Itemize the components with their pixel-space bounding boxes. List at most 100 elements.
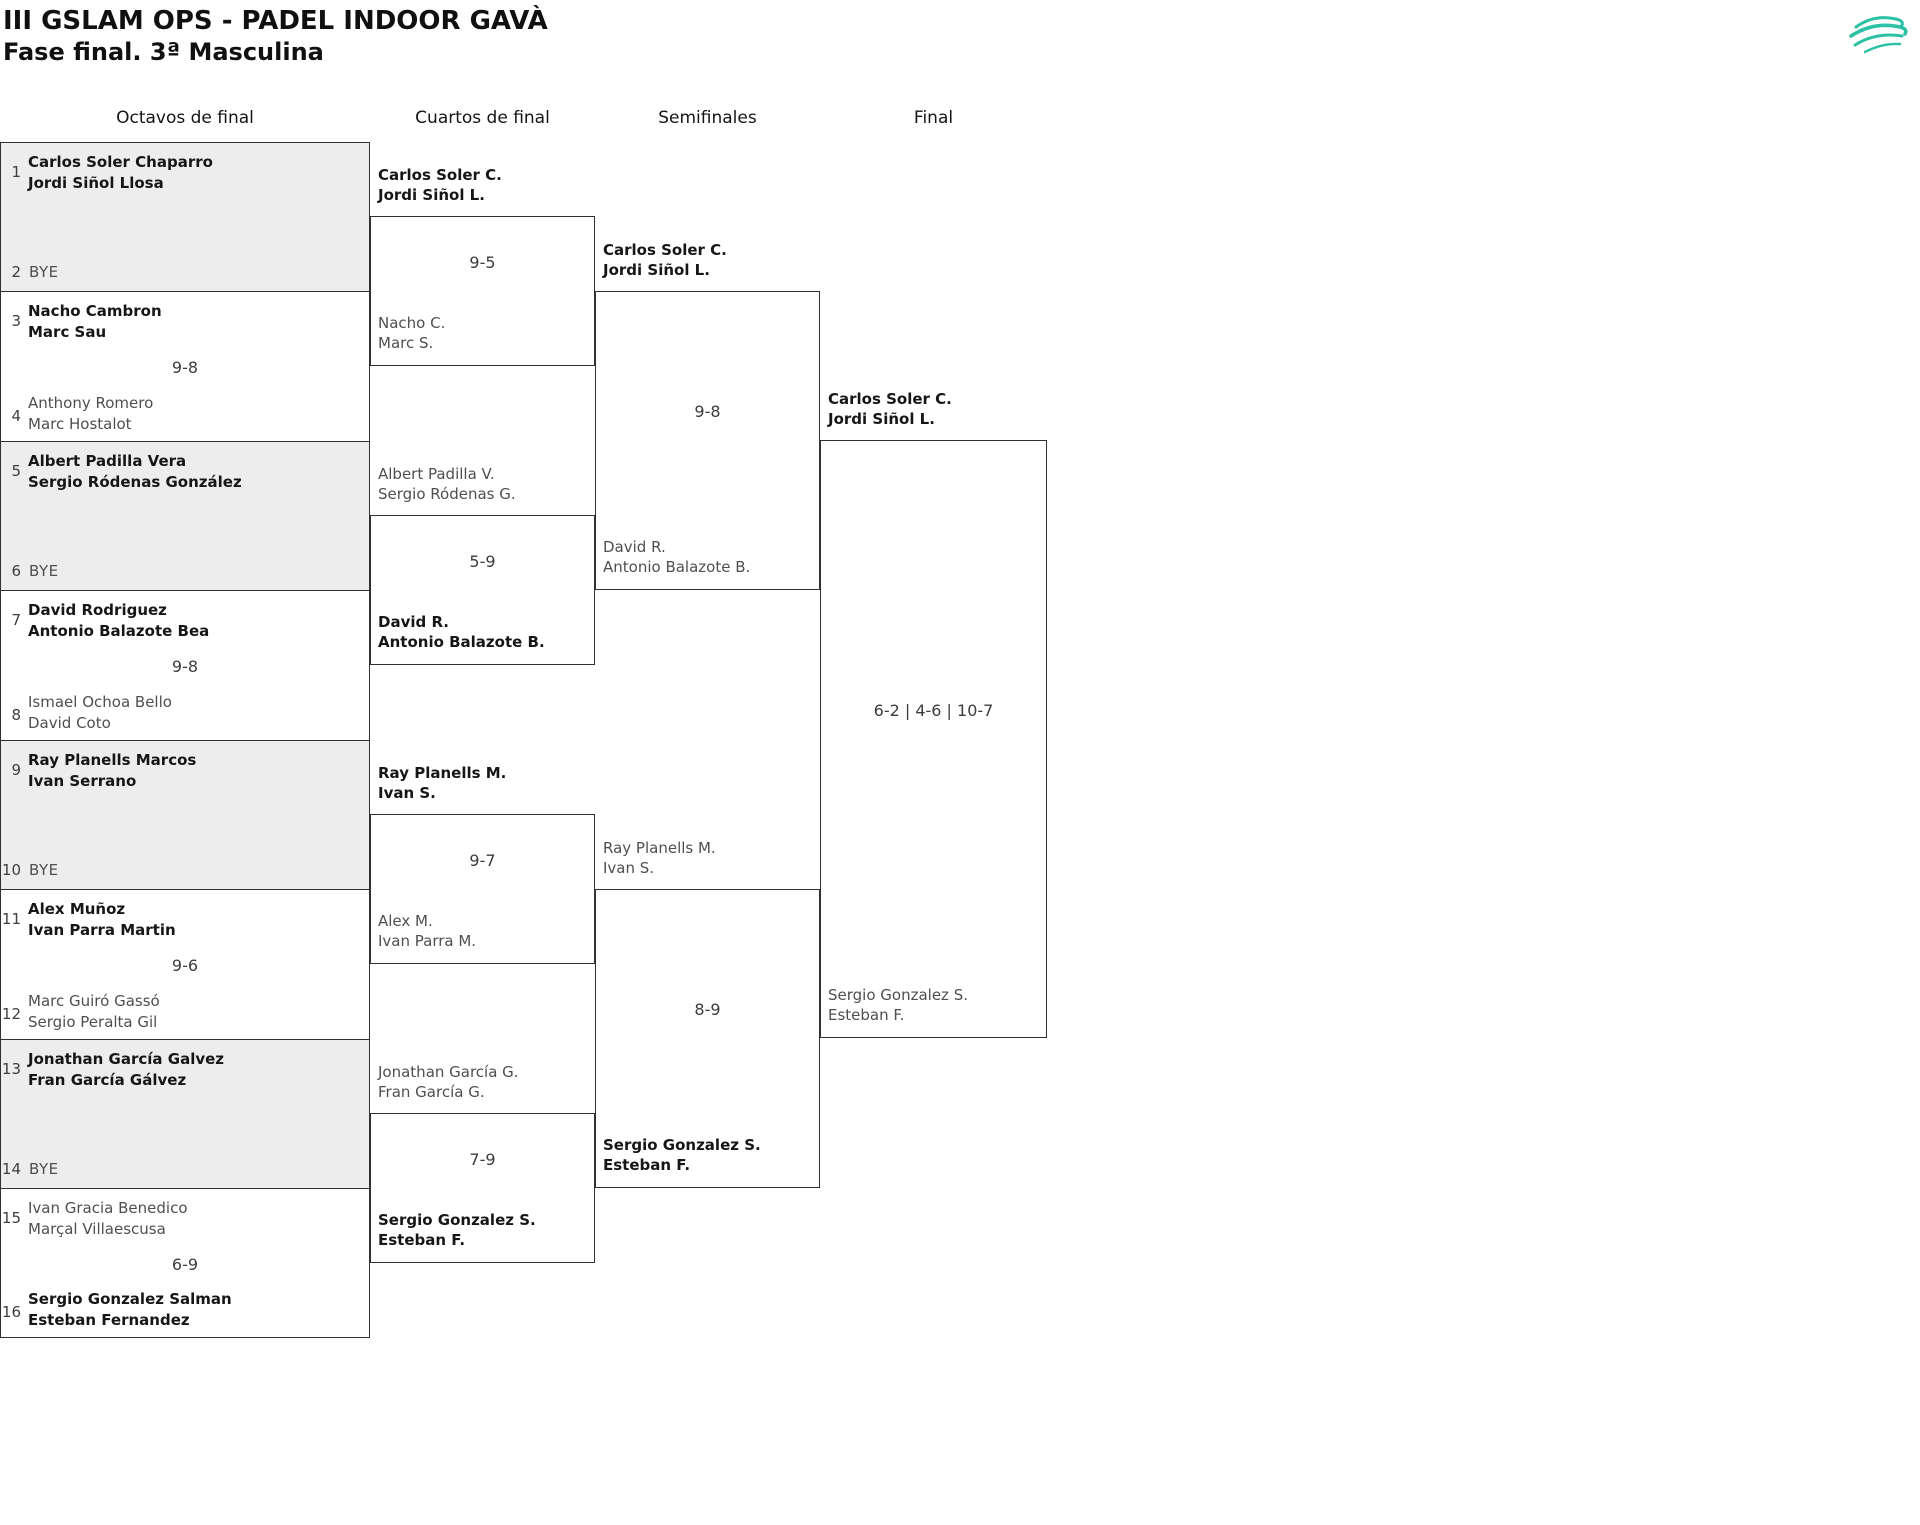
seed-number: 3 xyxy=(11,312,21,330)
player-name: David R. xyxy=(603,538,666,556)
player-name: Esteban Fernandez xyxy=(28,1311,190,1329)
player-name: Jordi Siñol L. xyxy=(603,261,710,279)
seed-number: 11 xyxy=(1,910,21,928)
player-name: Ray Planells M. xyxy=(603,839,716,857)
match-octavos-3: 5 Albert Padilla Vera Sergio Ródenas Gon… xyxy=(0,441,370,590)
bye-label: BYE xyxy=(29,263,59,281)
player-name: Antonio Balazote B. xyxy=(603,558,751,576)
player-name: Jonathan García Galvez xyxy=(28,1050,225,1068)
swoosh-logo-icon xyxy=(1849,16,1908,54)
match-final: Carlos Soler C. Jordi Siñol L. 6-2 | 4-6… xyxy=(820,390,1047,1038)
match-score: 9-6 xyxy=(171,956,199,975)
team-pair: David Rodriguez Antonio Balazote Bea xyxy=(28,600,209,642)
player-name: Marc Guiró Gassó xyxy=(28,992,160,1010)
player-name: Esteban F. xyxy=(828,1006,905,1024)
category-subtitle: Fase final. 3ª Masculina xyxy=(3,38,324,66)
team-pair: Alex M. Ivan Parra M. xyxy=(378,911,476,951)
bye-label: BYE xyxy=(29,1160,59,1178)
team-pair: Carlos Soler C. Jordi Siñol L. xyxy=(828,389,952,429)
team-pair: Carlos Soler Chaparro Jordi Siñol Llosa xyxy=(28,152,213,194)
column-header-octavos: Octavos de final xyxy=(116,108,254,128)
team-pair: Albert Padilla Vera Sergio Ródenas Gonzá… xyxy=(28,451,242,493)
player-name: Fran García Gálvez xyxy=(28,1071,187,1089)
player-name: Carlos Soler C. xyxy=(828,390,952,408)
team-pair: Nacho C. Marc S. xyxy=(378,313,445,353)
team-pair: David R. Antonio Balazote B. xyxy=(378,612,545,652)
player-name: Ivan S. xyxy=(603,859,655,877)
match-semifinal-1: Carlos Soler C. Jordi Siñol L. 9-8 David… xyxy=(595,241,820,590)
player-name: Alex Muñoz xyxy=(28,900,126,918)
match-cuartos-2: Albert Padilla V. Sergio Ródenas G. 5-9 … xyxy=(370,465,595,665)
team-pair: David R. Antonio Balazote B. xyxy=(603,537,750,577)
match-semifinal-2: Ray Planells M. Ivan S. 8-9 Sergio Gonza… xyxy=(595,839,820,1188)
team-pair: Ray Planells M. Ivan S. xyxy=(378,763,506,803)
column-header-semifinales: Semifinales xyxy=(658,108,757,128)
brand-logo xyxy=(1846,12,1912,64)
player-name: Ivan Parra M. xyxy=(378,932,477,950)
bye-row: 2 BYE xyxy=(1,263,59,281)
seed-number: 2 xyxy=(11,263,21,281)
seed-number: 9 xyxy=(11,761,21,779)
player-name: Sergio Ródenas González xyxy=(28,473,242,491)
seed-number: 6 xyxy=(11,562,21,580)
match-octavos-6: 11 Alex Muñoz Ivan Parra Martin 9-6 12 M… xyxy=(0,889,370,1039)
match-score: 9-5 xyxy=(469,253,496,272)
match-score: 9-8 xyxy=(694,402,721,421)
match-score: 5-9 xyxy=(469,552,496,571)
player-name: Esteban F. xyxy=(378,1231,466,1249)
bye-label: BYE xyxy=(29,861,59,879)
team-pair: Ray Planells Marcos Ivan Serrano xyxy=(28,750,196,792)
seed-number: 5 xyxy=(11,462,21,480)
player-name: Ivan Parra Martin xyxy=(28,921,176,939)
team-pair: Ismael Ochoa Bello David Coto xyxy=(28,692,172,734)
player-name: Ray Planells Marcos xyxy=(28,751,197,769)
player-name: Marc S. xyxy=(378,334,434,352)
player-name: Jordi Siñol L. xyxy=(828,410,935,428)
team-pair: Albert Padilla V. Sergio Ródenas G. xyxy=(378,464,516,504)
player-name: Marc Hostalot xyxy=(28,415,132,433)
team-pair: Marc Guiró Gassó Sergio Peralta Gil xyxy=(28,991,160,1033)
team-pair: Ray Planells M. Ivan S. xyxy=(603,838,716,878)
player-name: Marc Sau xyxy=(28,323,107,341)
player-name: David R. xyxy=(378,613,449,631)
player-name: Sergio Peralta Gil xyxy=(28,1013,158,1031)
team-pair: Carlos Soler C. Jordi Siñol L. xyxy=(603,240,727,280)
match-score: 9-8 xyxy=(171,358,199,377)
match-cuartos-1: Carlos Soler C. Jordi Siñol L. 9-5 Nacho… xyxy=(370,166,595,366)
player-name: Ivan Gracia Benedico xyxy=(28,1199,188,1217)
player-name: Jonathan García G. xyxy=(378,1063,519,1081)
player-name: Sergio Gonzalez Salman xyxy=(28,1290,232,1308)
player-name: David Rodriguez xyxy=(28,601,167,619)
match-score: 6-2 | 4-6 | 10-7 xyxy=(873,701,994,720)
seed-number: 4 xyxy=(11,407,21,425)
team-pair: Sergio Gonzalez S. Esteban F. xyxy=(828,985,968,1025)
player-name: Sergio Gonzalez S. xyxy=(603,1136,761,1154)
player-name: Carlos Soler Chaparro xyxy=(28,153,213,171)
match-octavos-4: 7 David Rodriguez Antonio Balazote Bea 9… xyxy=(0,590,370,740)
column-header-final: Final xyxy=(913,108,954,128)
match-cuartos-3: Ray Planells M. Ivan S. 9-7 Alex M. Ivan… xyxy=(370,764,595,964)
team-pair: Carlos Soler C. Jordi Siñol L. xyxy=(378,165,502,205)
player-name: Marçal Villaescusa xyxy=(28,1220,166,1238)
player-name: Sergio Gonzalez S. xyxy=(378,1211,536,1229)
match-octavos-7: 13 Jonathan García Galvez Fran García Gá… xyxy=(0,1039,370,1188)
player-name: Ivan Serrano xyxy=(28,772,137,790)
seed-number: 8 xyxy=(11,706,21,724)
player-name: Jordi Siñol Llosa xyxy=(28,174,164,192)
seed-number: 14 xyxy=(1,1160,21,1178)
team-pair: Sergio Gonzalez S. Esteban F. xyxy=(378,1210,536,1250)
match-score: 8-9 xyxy=(694,1000,721,1019)
seed-number: 1 xyxy=(11,163,21,181)
player-name: Fran García G. xyxy=(378,1083,485,1101)
team-pair: Jonathan García Galvez Fran García Gálve… xyxy=(28,1049,224,1091)
bye-row: 14 BYE xyxy=(1,1160,59,1178)
match-octavos-5: 9 Ray Planells Marcos Ivan Serrano 10 BY… xyxy=(0,740,370,889)
player-name: Antonio Balazote Bea xyxy=(28,622,210,640)
player-name: Albert Padilla V. xyxy=(378,465,495,483)
player-name: Carlos Soler C. xyxy=(378,166,502,184)
team-pair: Sergio Gonzalez Salman Esteban Fernandez xyxy=(28,1289,232,1331)
player-name: Carlos Soler C. xyxy=(603,241,727,259)
player-name: Antonio Balazote B. xyxy=(378,633,545,651)
seed-number: 13 xyxy=(1,1060,21,1078)
